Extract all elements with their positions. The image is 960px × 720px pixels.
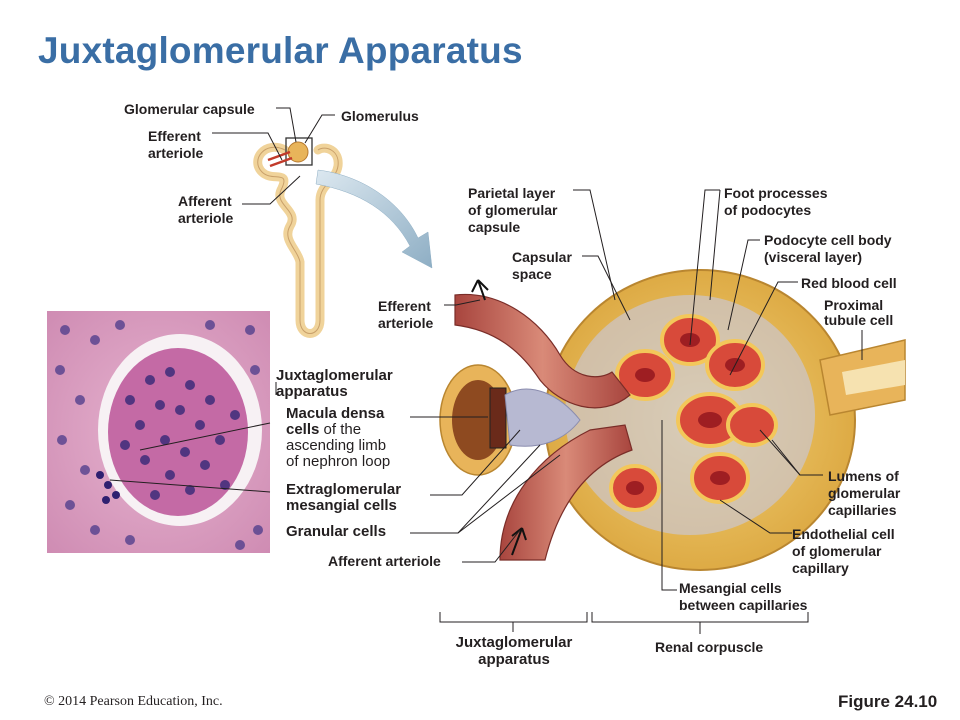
label-red-blood-cell: Red blood cell xyxy=(801,275,897,291)
label-glomerulus: Glomerulus xyxy=(341,108,419,124)
label-macula-densa: Macula densa cells of the ascending limb… xyxy=(286,405,391,470)
leader-lines xyxy=(109,107,863,634)
label-afferent-arteriole-main: Afferent arteriole xyxy=(328,553,441,569)
label-granular-cells: Granular cells xyxy=(286,523,387,540)
label-podocyte-cell-body: Podocyte cell body(visceral layer) xyxy=(764,232,892,265)
renal-corpuscle-illustration xyxy=(439,269,906,571)
figure-number: Figure 24.10 xyxy=(838,692,938,711)
label-renal-corpuscle: Renal corpuscle xyxy=(655,639,764,655)
copyright-text: © 2014 Pearson Education, Inc. xyxy=(44,694,223,709)
page-title: Juxtaglomerular Apparatus xyxy=(38,30,523,71)
nephron-sketch xyxy=(253,137,343,338)
micrograph xyxy=(47,311,270,553)
label-glomerular-capsule: Glomerular capsule xyxy=(124,101,255,117)
zoom-arrow xyxy=(315,169,433,269)
